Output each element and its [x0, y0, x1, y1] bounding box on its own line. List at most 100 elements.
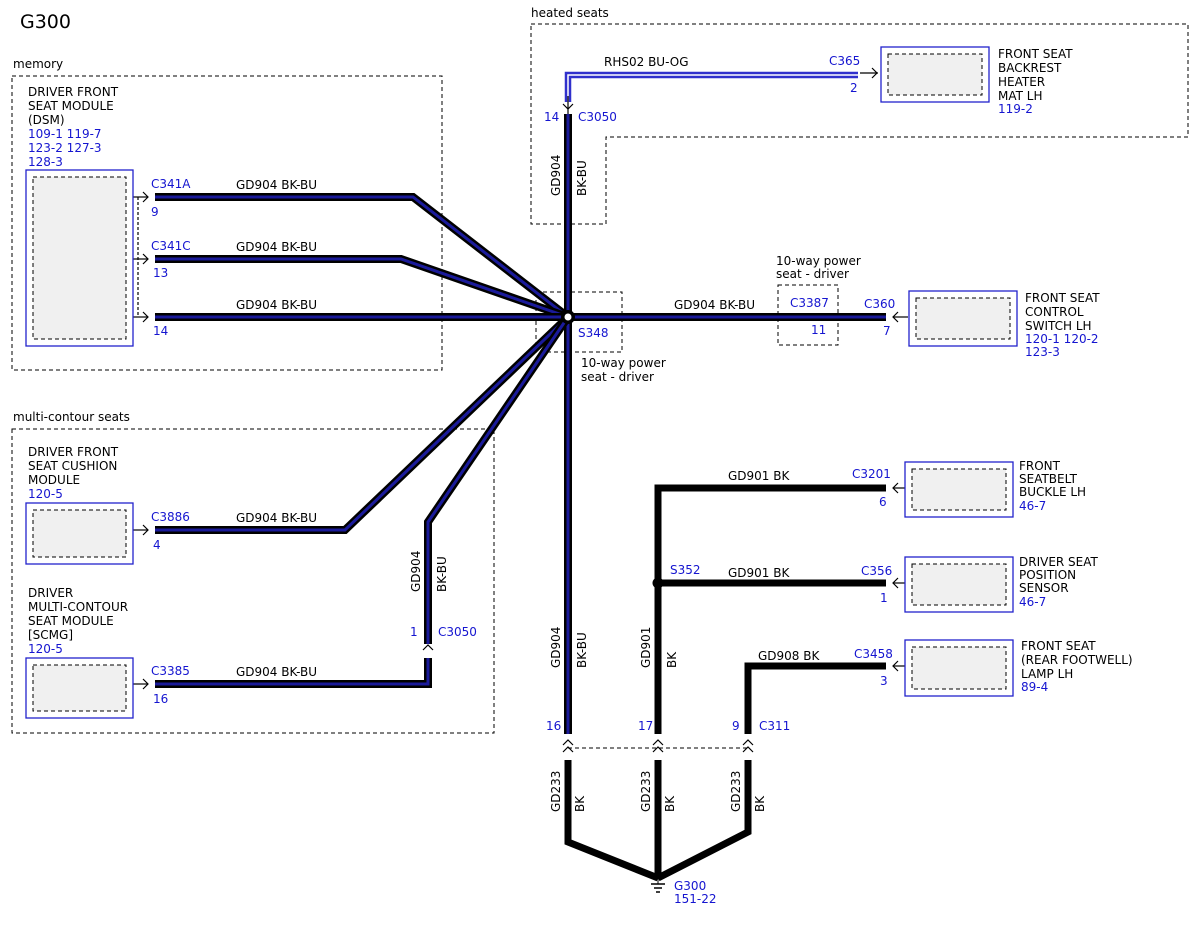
pin-arrow-icons [133, 67, 908, 753]
switch-name-line-2: CONTROL [1025, 305, 1084, 319]
dsm-pin-9: 9 [151, 205, 159, 219]
vlabel-bkbu-main: BK-BU [575, 632, 589, 668]
dsm-pin-14: 14 [153, 324, 168, 338]
switch-ref-1[interactable]: 120-1 120-2 [1025, 332, 1099, 346]
wire-label-gd908: GD908 BK [758, 649, 820, 663]
scmg-module[interactable] [25, 657, 134, 719]
buckle-connector[interactable]: C3201 [852, 467, 891, 481]
c3050-left-connector[interactable]: C3050 [438, 625, 477, 639]
vlabel-bk-1: BK [573, 795, 587, 812]
dsm-name-line-3: (DSM) [28, 113, 65, 127]
scmg-name-line-2: MULTI-CONTOUR [28, 600, 128, 614]
buckle-pin: 6 [879, 495, 887, 509]
wire-label-gd904-6: GD904 BK-BU [674, 298, 755, 312]
wire-label-rhs02: RHS02 BU-OG [604, 55, 689, 69]
c3387-pin: 11 [811, 323, 826, 337]
dsm-pin-13: 13 [153, 266, 168, 280]
dsm-connector-c341a[interactable]: C341A [151, 177, 191, 191]
ground-label[interactable]: G300 [674, 879, 706, 893]
c3050-top-connector[interactable]: C3050 [578, 110, 617, 124]
scmg-pin: 16 [153, 692, 168, 706]
vlabel-bk-2: BK [663, 795, 677, 812]
dsm-name-line-1: DRIVER FRONT [28, 85, 119, 99]
memory-region-label: memory [13, 57, 63, 71]
position-ref[interactable]: 46-7 [1019, 595, 1046, 609]
vlabel-gd233-1: GD233 [549, 771, 563, 812]
dsm-ref-2[interactable]: 123-2 127-3 [28, 141, 102, 155]
vlabel-bk-gd901: BK [665, 651, 679, 668]
heater-ref[interactable]: 119-2 [998, 102, 1033, 116]
cushion-name-line-1: DRIVER FRONT [28, 445, 119, 459]
wire-label-gd904-3: GD904 BK-BU [236, 298, 317, 312]
multi-contour-region [11, 428, 495, 734]
ground-ref[interactable]: 151-22 [674, 892, 717, 906]
scmg-connector[interactable]: C3385 [151, 664, 190, 678]
cushion-module[interactable] [25, 502, 134, 565]
cushion-ref[interactable]: 120-5 [28, 487, 63, 501]
heated-seats-region [530, 23, 1189, 225]
s348-note-line-1: 10-way power [581, 356, 666, 370]
s348-label[interactable]: S348 [578, 326, 609, 340]
lamp-name-line-2: (REAR FOOTWELL) [1021, 653, 1133, 667]
lamp-module[interactable] [904, 639, 1014, 697]
position-connector[interactable]: C356 [861, 564, 892, 578]
vlabel-bk-3: BK [753, 795, 767, 812]
heater-connector[interactable]: C365 [829, 54, 860, 68]
scmg-ref[interactable]: 120-5 [28, 642, 63, 656]
gd904-wires [155, 114, 886, 734]
c311-connector[interactable]: C311 [759, 719, 790, 733]
dsm-ref-1[interactable]: 109-1 119-7 [28, 127, 102, 141]
lamp-pin: 3 [880, 674, 888, 688]
cushion-name-line-3: MODULE [28, 473, 80, 487]
scmg-name-line-1: DRIVER [28, 586, 73, 600]
lamp-connector[interactable]: C3458 [854, 647, 893, 661]
vlabel-gd233-2: GD233 [639, 771, 653, 812]
c3050-top-pin: 14 [544, 110, 559, 124]
dsm-connector-c341c[interactable]: C341C [151, 239, 191, 253]
switch-ref-2[interactable]: 123-3 [1025, 345, 1060, 359]
position-name-line-1: DRIVER SEAT [1019, 555, 1099, 569]
vlabel-bkbu-left: BK-BU [435, 556, 449, 592]
heater-name-line-2: BACKREST [998, 61, 1062, 75]
switch-connector[interactable]: C360 [864, 297, 895, 311]
switch-pin: 7 [883, 324, 891, 338]
vlabel-bkbu-top: BK-BU [575, 160, 589, 196]
c3387-connector[interactable]: C3387 [790, 296, 829, 310]
scmg-name-line-4: [SCMG] [28, 628, 73, 642]
scmg-name-line-3: SEAT MODULE [28, 614, 114, 628]
s348-location-box [535, 291, 623, 353]
position-module[interactable] [904, 556, 1014, 613]
s352-splice [652, 577, 664, 589]
cushion-name-line-2: SEAT CUSHION [28, 459, 117, 473]
buckle-name-line-3: BUCKLE LH [1019, 485, 1086, 499]
lamp-ref[interactable]: 89-4 [1021, 680, 1048, 694]
dsm-name-line-2: SEAT MODULE [28, 99, 114, 113]
dsm-module[interactable] [25, 169, 134, 347]
wire-label-gd904-5: GD904 BK-BU [236, 665, 317, 679]
gd901-wires [654, 484, 886, 734]
rhs02-wire [564, 71, 858, 102]
buckle-module[interactable] [904, 461, 1014, 518]
vlabel-gd904-left: GD904 [409, 551, 423, 592]
buckle-name-line-2: SEATBELT [1019, 472, 1078, 486]
buckle-ref[interactable]: 46-7 [1019, 499, 1046, 513]
switch-module[interactable] [908, 290, 1018, 347]
c3387-note-line-2: seat - driver [776, 267, 849, 281]
vlabel-gd233-3: GD233 [729, 771, 743, 812]
wire-label-gd901-2: GD901 BK [728, 566, 790, 580]
heater-name-line-4: MAT LH [998, 89, 1042, 103]
multi-contour-region-label: multi-contour seats [13, 410, 130, 424]
dsm-ref-3[interactable]: 128-3 [28, 155, 63, 169]
s352-label[interactable]: S352 [670, 563, 701, 577]
heater-name-line-1: FRONT SEAT [998, 47, 1073, 61]
vlabel-gd904-main: GD904 [549, 627, 563, 668]
switch-name-line-3: SWITCH LH [1025, 319, 1092, 333]
wire-label-gd904-1: GD904 BK-BU [236, 178, 317, 192]
heater-module[interactable] [880, 46, 990, 103]
c3050-left-pin: 1 [410, 625, 418, 639]
c311-pin-9: 9 [732, 719, 740, 733]
cushion-connector[interactable]: C3886 [151, 510, 190, 524]
buckle-name-line-1: FRONT [1019, 459, 1061, 473]
wire-label-gd904-2: GD904 BK-BU [236, 240, 317, 254]
